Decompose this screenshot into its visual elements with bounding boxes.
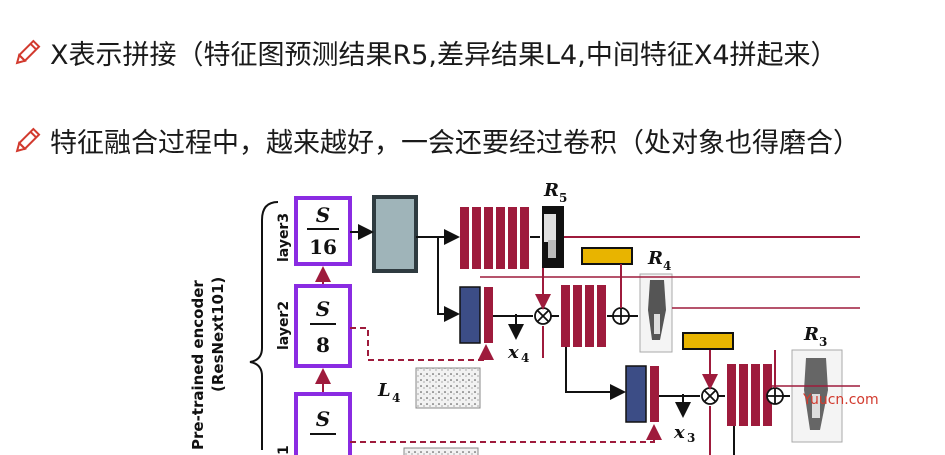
encoder-label: Pre-trained encoder (ResNext101) <box>189 277 227 450</box>
bullet-text-2: 特征融合过程中，越来越好，一会还要经过卷积（处对象也得磨合） <box>50 128 860 159</box>
gray-conv-block <box>372 195 418 273</box>
bullet-line-2: 特征融合过程中，越来越好，一会还要经过卷积（处对象也得磨合） <box>12 121 860 160</box>
r4-map <box>639 273 673 353</box>
decoder-bar-2 <box>650 366 659 422</box>
bullet-line-1: X表示拼接（特征图预测结果R5,差异结果L4,中间特征X4拼起来） <box>12 33 838 72</box>
layer2-label: layer2 <box>276 301 292 350</box>
x4-label-sub: 4 <box>521 351 529 365</box>
navy-block-2 <box>625 365 647 423</box>
l4-label-sub: 4 <box>392 391 400 405</box>
plus-node-2 <box>766 387 784 405</box>
decoder-stack-r4 <box>561 285 606 347</box>
encoder-block-layer1: S <box>294 392 352 455</box>
layer1-label: 1 <box>276 445 292 455</box>
pencil-icon <box>12 38 42 68</box>
plus-node-1 <box>612 307 630 325</box>
x3-label-sub: 3 <box>687 431 695 445</box>
x3-label-base: x <box>673 422 685 443</box>
r5-map <box>542 206 564 268</box>
encoder-block-layer2: S 8 <box>294 284 352 368</box>
network-diagram: Pre-trained encoder (ResNext101) layer3 … <box>180 180 860 455</box>
multiply-node-2 <box>701 387 719 405</box>
decoder-bar-1 <box>484 287 493 343</box>
layer1-num: S <box>316 407 330 431</box>
r3-label-sub: 3 <box>819 335 827 349</box>
gold-block-1 <box>581 247 633 265</box>
layer3-den: 16 <box>309 235 337 259</box>
encoder-brace <box>249 201 279 450</box>
r3-map <box>791 349 843 443</box>
layer2-den: 8 <box>316 333 330 357</box>
bullet-text-1: X表示拼接（特征图预测结果R5,差异结果L4,中间特征X4拼起来） <box>50 40 838 71</box>
r3-label-base: R <box>803 324 819 345</box>
r5-label-base: R <box>543 180 559 201</box>
l3-image-partial <box>403 447 479 455</box>
x4-label-base: x <box>507 342 519 363</box>
watermark-text: Yuucn.com <box>803 392 879 408</box>
gold-block-2 <box>682 332 734 350</box>
layer3-label: layer3 <box>276 213 292 262</box>
layer3-num: S <box>316 203 330 227</box>
r5-label-sub: 5 <box>559 191 567 205</box>
encoder-label-line2: (ResNext101) <box>209 277 227 392</box>
encoder-block-layer3: S 16 <box>294 196 352 266</box>
decoder-stack-r3 <box>727 364 772 426</box>
multiply-node-1 <box>534 307 552 325</box>
decoder-stack-r5 <box>460 207 529 269</box>
l4-label-base: L <box>377 380 391 401</box>
encoder-label-line1: Pre-trained encoder <box>189 280 207 450</box>
r4-label-base: R <box>647 248 663 269</box>
layer2-num: S <box>316 297 330 321</box>
r4-label-sub: 4 <box>663 259 671 273</box>
diagram-svg: Pre-trained encoder (ResNext101) layer3 … <box>189 180 860 455</box>
navy-block-1 <box>459 286 481 344</box>
pencil-icon <box>12 126 42 156</box>
l4-image <box>415 367 481 409</box>
